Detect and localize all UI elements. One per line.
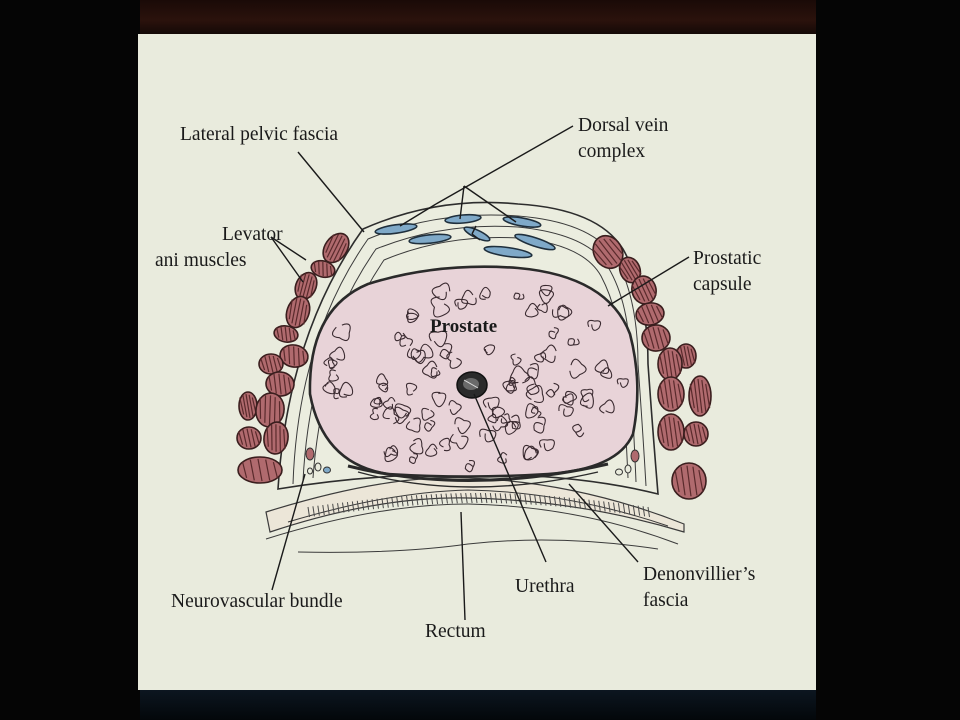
- slide-panel: Lateral pelvic fascia Dorsal vein comple…: [138, 34, 816, 690]
- label-urethra: Urethra: [515, 576, 575, 597]
- rectum-shape: [265, 477, 685, 553]
- leader-lateral-pelvic-fascia: [297, 151, 365, 233]
- leader-levator-a: [270, 236, 307, 261]
- label-prostatic-capsule-line2: capsule: [693, 274, 751, 295]
- label-levator-line1: Levator: [222, 224, 283, 245]
- leader-lines: [270, 125, 690, 621]
- label-prostate: Prostate: [430, 316, 497, 337]
- rectum-texture: [307, 492, 650, 518]
- label-rectum: Rectum: [425, 621, 486, 642]
- leader-urethra: [473, 393, 547, 563]
- prostate-texture: [322, 282, 629, 473]
- dorsal-vein-arrow: [471, 225, 481, 241]
- leader-dorsal-vein-b: [399, 203, 437, 227]
- leader-levator-b: [270, 236, 304, 283]
- label-denonvillier-line2: fascia: [643, 590, 689, 611]
- leader-neurovascular-bundle: [271, 473, 306, 591]
- leader-rectum: [460, 511, 466, 621]
- leader-denonvillier: [568, 483, 639, 563]
- neurovascular-bundle-shape: [305, 447, 640, 476]
- leader-dorsal-vein-a: [435, 125, 574, 205]
- levator-ani-muscles-shape: [236, 232, 712, 500]
- label-prostatic-capsule-line1: Prostatic: [693, 248, 762, 269]
- urethra-shape: [456, 371, 488, 399]
- label-neurovascular-bundle: Neurovascular bundle: [171, 591, 343, 612]
- label-levator-line2: ani muscles: [155, 250, 247, 271]
- label-dorsal-vein-line1: Dorsal vein: [578, 115, 669, 136]
- label-dorsal-vein-line2: complex: [578, 141, 645, 162]
- label-lateral-pelvic-fascia: Lateral pelvic fascia: [180, 124, 338, 145]
- prostate-cross-section-diagram: Lateral pelvic fascia Dorsal vein comple…: [155, 115, 762, 642]
- slide-frame-bottom: [140, 690, 816, 720]
- leader-prostatic-capsule: [607, 256, 690, 307]
- leader-dorsal-vein-d: [463, 185, 517, 223]
- leader-dorsal-vein-c: [459, 185, 465, 220]
- label-denonvillier-line1: Denonvillier’s: [643, 564, 755, 585]
- dorsal-vein-complex-shape: [374, 213, 556, 259]
- slide-frame-top: [140, 0, 816, 34]
